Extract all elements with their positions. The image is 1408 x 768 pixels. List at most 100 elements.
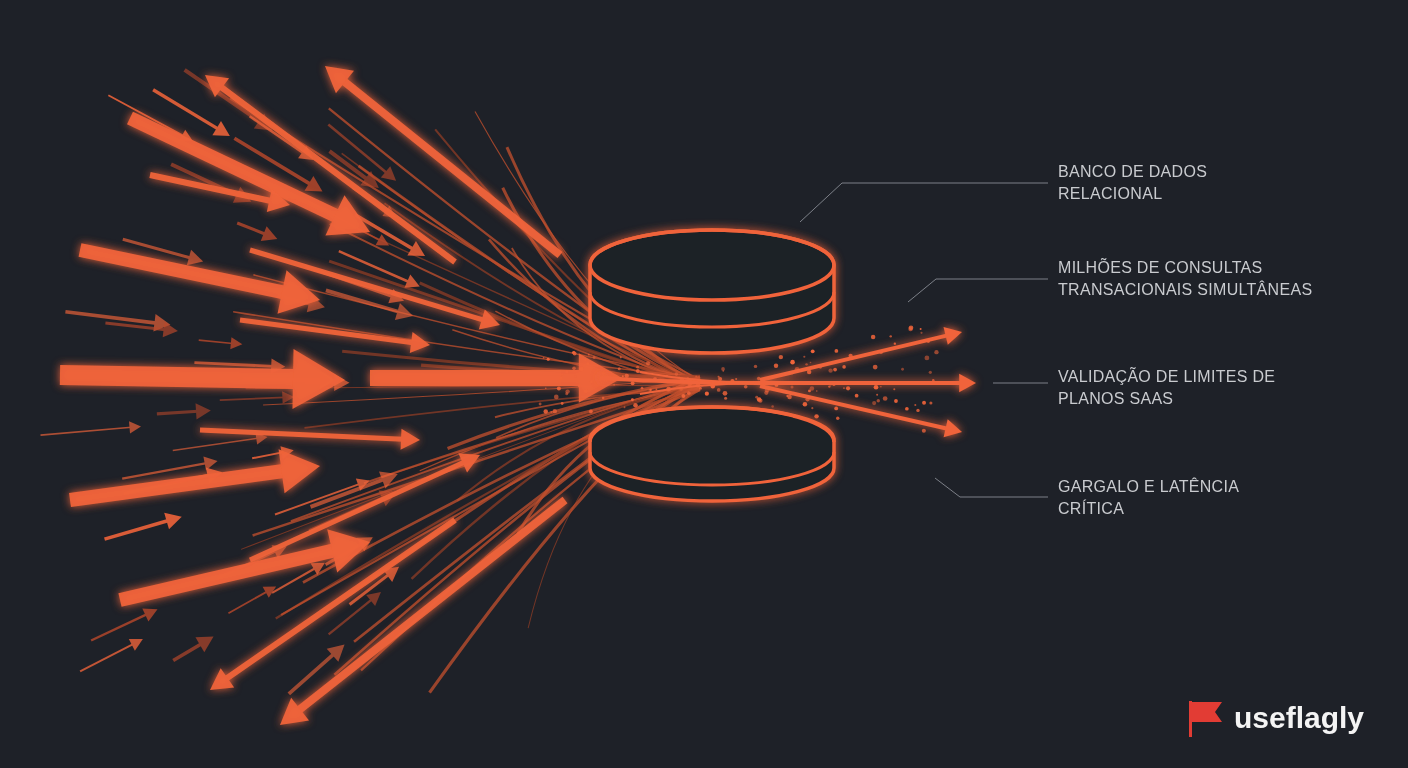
particle xyxy=(573,352,577,356)
particle xyxy=(779,355,783,359)
particle xyxy=(572,351,575,354)
particle xyxy=(843,387,845,389)
particle xyxy=(625,374,629,378)
small-arrow xyxy=(330,151,379,188)
logo-flag xyxy=(1189,701,1222,737)
particle xyxy=(814,414,818,418)
particle xyxy=(934,350,938,354)
particle xyxy=(722,370,724,372)
particle xyxy=(613,384,615,386)
particle xyxy=(633,403,638,408)
small-arrows xyxy=(41,70,426,694)
particle xyxy=(890,335,892,337)
leader-line xyxy=(935,478,1048,497)
cylinder-band xyxy=(590,452,834,485)
particle xyxy=(618,367,621,370)
particle xyxy=(905,407,909,411)
throat-flow xyxy=(640,372,760,383)
small-arrow xyxy=(199,337,243,349)
flow-arrow xyxy=(250,453,480,560)
particle xyxy=(842,365,846,369)
cylinder-lower-top xyxy=(590,407,834,442)
particle xyxy=(929,401,932,404)
flow-arrow xyxy=(250,250,500,330)
small-arrow xyxy=(173,433,268,451)
small-arrow xyxy=(41,421,141,435)
particle xyxy=(876,394,878,396)
particle xyxy=(588,354,590,356)
flow-arrow xyxy=(325,66,560,255)
particle xyxy=(590,380,593,383)
particle xyxy=(543,357,545,359)
particle xyxy=(584,359,586,361)
particle xyxy=(620,356,622,358)
particle xyxy=(650,389,652,391)
particle xyxy=(929,371,932,374)
flow-arrow xyxy=(130,118,370,235)
flow-arrow xyxy=(205,75,455,262)
flow-arrow xyxy=(280,500,565,725)
small-arrow xyxy=(329,592,381,634)
particle xyxy=(718,377,722,381)
particle xyxy=(925,356,930,361)
particle xyxy=(655,388,657,390)
particle xyxy=(764,391,768,395)
particle xyxy=(545,387,547,389)
particle xyxy=(631,398,634,401)
particle xyxy=(586,362,589,365)
particle xyxy=(578,384,581,387)
callout-label: BANCO DE DADOS RELACIONAL xyxy=(1058,161,1248,205)
particle xyxy=(828,385,830,387)
particle xyxy=(561,402,564,405)
particle xyxy=(622,375,624,377)
particle xyxy=(836,417,839,420)
small-arrow xyxy=(105,322,177,337)
particle xyxy=(554,395,559,400)
particle xyxy=(833,368,837,372)
particle xyxy=(922,401,926,405)
output-arrow xyxy=(760,327,962,380)
particle xyxy=(636,366,639,369)
particle xyxy=(646,361,650,365)
particle xyxy=(805,363,807,365)
leader-lines xyxy=(800,183,1048,497)
small-arrow xyxy=(185,70,273,131)
particle xyxy=(916,409,919,412)
small-arrow xyxy=(220,391,295,404)
flow-arrow xyxy=(240,320,430,353)
particle xyxy=(561,373,563,375)
particle xyxy=(811,349,815,353)
particle xyxy=(624,406,626,408)
particle xyxy=(810,362,812,364)
small-arrow xyxy=(228,587,276,614)
particle xyxy=(834,406,838,410)
particle xyxy=(811,407,813,409)
particle xyxy=(641,387,644,390)
particle xyxy=(893,388,895,390)
small-arrow xyxy=(80,639,143,672)
particle xyxy=(705,392,709,396)
particle xyxy=(872,401,876,405)
particle xyxy=(828,368,832,372)
particle xyxy=(559,377,562,380)
flow-arrow xyxy=(200,429,420,450)
particle xyxy=(687,391,691,395)
particle xyxy=(901,368,904,371)
particle xyxy=(744,385,748,389)
particle xyxy=(584,389,588,393)
throat-flow xyxy=(640,383,760,394)
particle xyxy=(565,370,568,373)
particle xyxy=(894,342,896,344)
flow-arrow xyxy=(60,349,345,409)
flow-arrow xyxy=(150,175,290,212)
particle xyxy=(735,378,737,380)
particle xyxy=(922,429,926,433)
particle xyxy=(681,394,685,398)
particle xyxy=(920,332,922,334)
database-cylinder xyxy=(590,230,834,501)
particle xyxy=(717,388,721,392)
particle xyxy=(883,396,888,401)
particle xyxy=(873,365,878,370)
output-arrows xyxy=(600,327,976,437)
